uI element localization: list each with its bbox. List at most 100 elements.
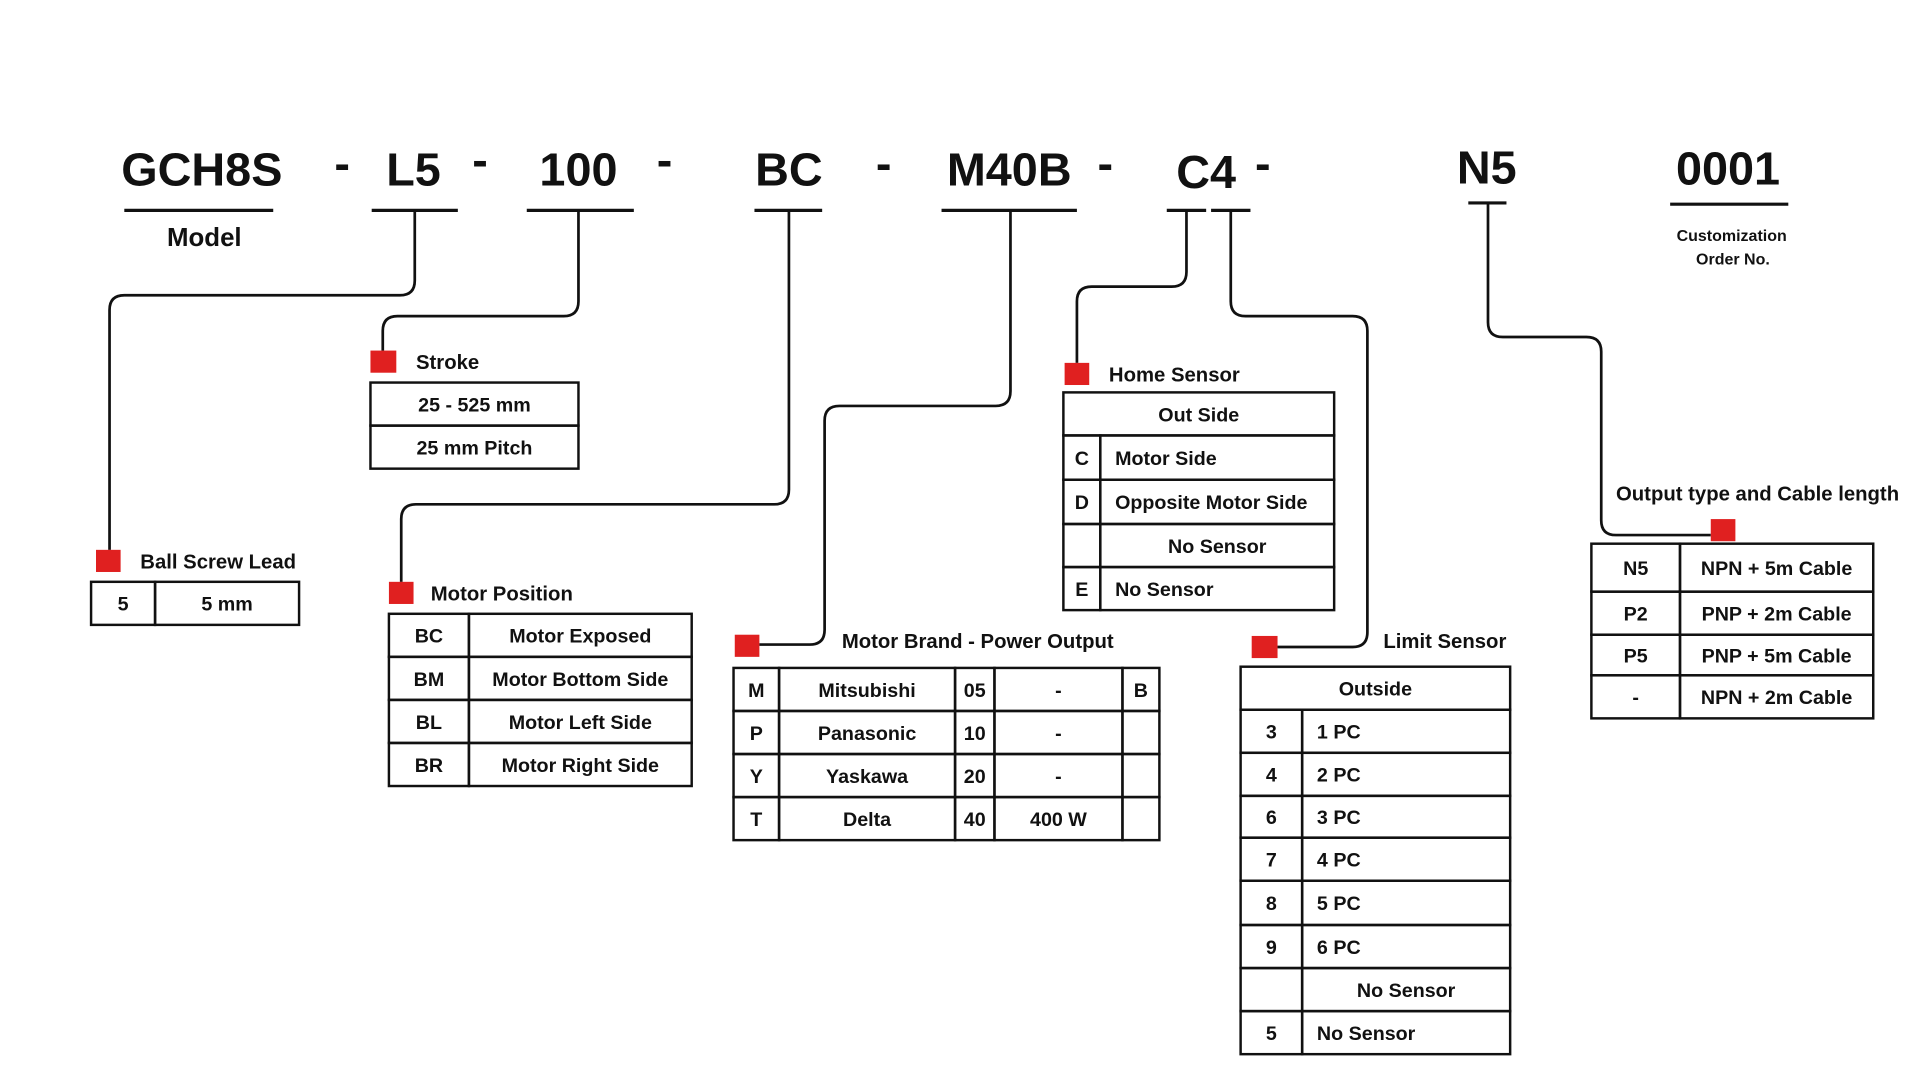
table-cell-text: 20 <box>964 766 986 788</box>
table-cell-text: 4 PC <box>1317 850 1361 872</box>
marker-square <box>1064 362 1090 386</box>
code-lead: L5 <box>386 144 441 196</box>
title-home-sensor: Home Sensor <box>1109 364 1240 386</box>
table-row: M Mitsubishi 05 - B <box>732 666 1161 713</box>
table-cell-text: 6 PC <box>1317 937 1361 959</box>
table-row: No Sensor <box>1062 522 1336 569</box>
table-cell-text: Motor Right Side <box>502 755 659 777</box>
table-cell-text: 5 <box>118 594 129 616</box>
table-cell-text: M <box>748 680 764 702</box>
title-motor-position: Motor Position <box>431 583 573 605</box>
connector-limit-sensor <box>1229 210 1369 649</box>
table-row: Y Yaskawa 20 - <box>732 752 1161 799</box>
marker-square <box>734 634 760 657</box>
table-cell-text: BM <box>414 669 445 691</box>
table-row: P2 PNP + 2m Cable <box>1590 590 1875 636</box>
table-cell-text: - <box>1055 680 1062 702</box>
title-ball-screw-lead: Ball Screw Lead <box>140 551 296 573</box>
table-cell <box>1121 709 1161 756</box>
table-cell-text: No Sensor <box>1357 980 1456 1002</box>
table-cell-text: B <box>1134 680 1148 702</box>
marker-square <box>370 350 397 373</box>
table-cell-text: BR <box>415 755 443 777</box>
table-cell <box>369 424 580 470</box>
table-row: E No Sensor <box>1062 565 1336 612</box>
model-label: Model <box>167 224 242 252</box>
table-cell-text: E <box>1075 579 1088 601</box>
table-cell-text: No Sensor <box>1115 579 1214 601</box>
table-cell-text: 5 mm <box>201 594 252 616</box>
marker-square <box>1251 635 1278 659</box>
separator: - <box>1255 138 1271 190</box>
table-cell-text: P2 <box>1624 604 1648 626</box>
table-cell-text: 4 <box>1266 765 1277 787</box>
marker-square <box>388 581 414 604</box>
table-cell-text: 6 <box>1266 807 1277 829</box>
code-motor: M40B <box>947 144 1072 196</box>
code-sensor: C4 <box>1176 146 1236 198</box>
table-cell-text: 9 <box>1266 937 1277 959</box>
table-cell-text: Motor Left Side <box>509 712 652 734</box>
table-cell-text: BC <box>415 626 443 648</box>
table-row: No Sensor <box>1239 966 1512 1013</box>
table-row: 25 - 525 mm <box>369 381 580 427</box>
table-cell-text: NPN + 5m Cable <box>1701 558 1853 580</box>
table-row: D Opposite Motor Side <box>1062 478 1336 526</box>
table-cell-text: NPN + 2m Cable <box>1701 687 1853 709</box>
table-cell-text: P <box>750 723 763 745</box>
table-cell-text: 05 <box>964 680 986 702</box>
part-number: GCH8S - L5 - 100 - BC - M40B - C4 - N5 0… <box>121 134 1780 198</box>
marker-square <box>1710 519 1736 542</box>
table-cell <box>1239 966 1304 1013</box>
customization-label: Customization <box>1677 228 1787 245</box>
table-cell-text: No Sensor <box>1168 536 1267 558</box>
table-cell-text: Y <box>750 766 763 788</box>
table-cell-text: Mitsubishi <box>818 680 915 702</box>
table-cell <box>1121 752 1161 799</box>
separator: - <box>657 134 673 186</box>
table-cell-text: D <box>1075 492 1089 514</box>
table-cell <box>153 580 301 627</box>
title-limit-sensor: Limit Sensor <box>1383 631 1506 653</box>
table-cell-text: - <box>1055 766 1062 788</box>
connector-home-sensor <box>1075 210 1188 363</box>
connector-lead <box>108 210 417 550</box>
table-cell-text: C <box>1075 448 1089 470</box>
order-no-label: Order No. <box>1696 251 1770 268</box>
table-cell-text: PNP + 2m Cable <box>1702 604 1852 626</box>
separator: - <box>334 138 350 190</box>
table-cell-text: 40 <box>964 809 986 831</box>
table-cell-text: 1 PC <box>1317 722 1361 744</box>
table-cell-text: - <box>1632 687 1639 709</box>
table-row: BC Motor Exposed <box>387 612 693 659</box>
table-cell-text: P5 <box>1624 645 1648 667</box>
separator: - <box>1097 138 1113 190</box>
title-output-type: Output type and Cable length <box>1616 484 1899 506</box>
table-ball-screw-lead: 5 5 mm <box>89 580 301 627</box>
table-cell-text: Motor Exposed <box>509 626 651 648</box>
table-cell <box>1121 795 1161 842</box>
connector-output <box>1486 202 1711 537</box>
table-cell-text: Yaskawa <box>826 766 909 788</box>
table-cell-text: 25 - 525 mm <box>418 394 531 416</box>
table-header-text: Out Side <box>1158 404 1239 426</box>
section-titles: Ball Screw Lead Stroke Motor Position Mo… <box>96 350 1899 659</box>
separator: - <box>876 138 892 190</box>
table-cell-text: 5 PC <box>1317 893 1361 915</box>
code-motor-position: BC <box>755 144 823 196</box>
table-row: 9 6 PC <box>1239 923 1512 970</box>
table-cell-text: Opposite Motor Side <box>1115 492 1307 514</box>
